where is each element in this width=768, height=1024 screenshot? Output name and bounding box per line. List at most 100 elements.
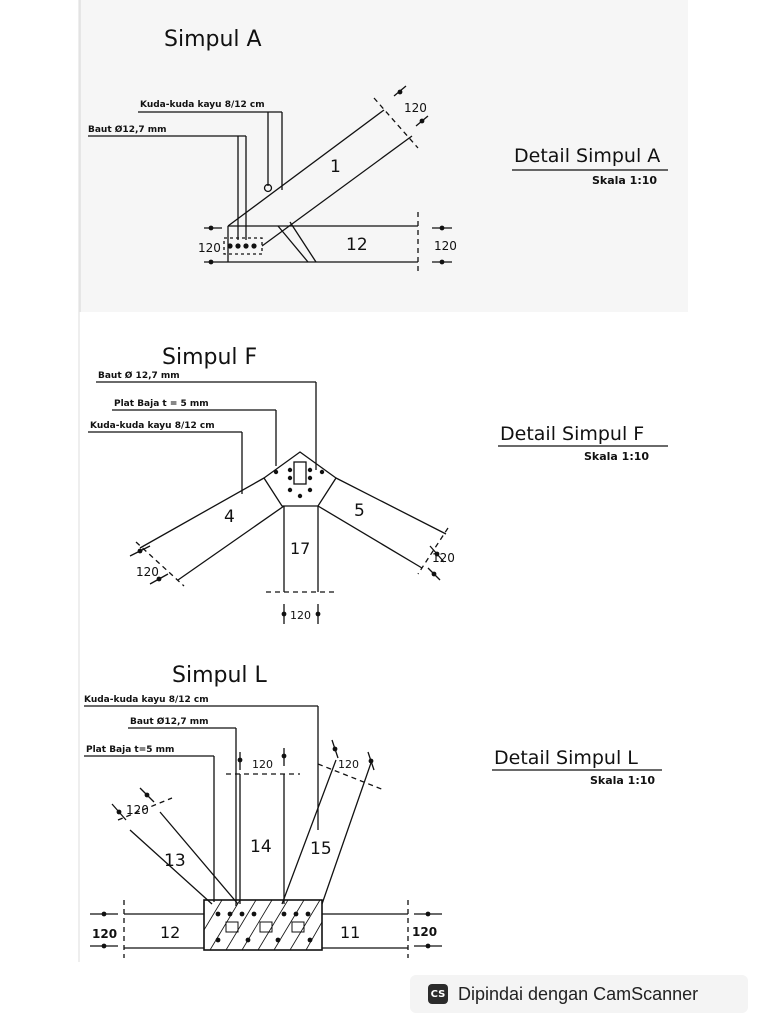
simpul-l-dim-dot bbox=[101, 943, 107, 949]
simpul-l-dim-13: 120 bbox=[126, 803, 149, 817]
simpul-f-dim-dot bbox=[434, 551, 440, 557]
simpul-l-bolt bbox=[245, 937, 251, 943]
simpul-f-member-5: 5 bbox=[354, 501, 365, 521]
simpul-l-m13-edge-a bbox=[129, 829, 213, 905]
simpul-a-dim-dot bbox=[419, 118, 425, 124]
simpul-f-left-upper-edge bbox=[139, 477, 265, 549]
simpul-l-detail-title: Detail Simpul L bbox=[494, 747, 638, 769]
simpul-f-bolt bbox=[287, 475, 293, 481]
simpul-a-bolt bbox=[251, 243, 257, 249]
simpul-f-member-17: 17 bbox=[290, 539, 310, 558]
simpul-l-baut-label: Baut Ø12,7 mm bbox=[130, 716, 209, 727]
simpul-l-dim-dot bbox=[425, 943, 431, 949]
simpul-l-dim-dot bbox=[332, 746, 338, 752]
simpul-l-bolt bbox=[275, 937, 281, 943]
simpul-l-bolt bbox=[239, 911, 245, 917]
simpul-l-dim-left: 120 bbox=[92, 927, 117, 941]
simpul-l-dim-15: 120 bbox=[338, 758, 359, 771]
simpul-l-dim-dot bbox=[281, 753, 287, 759]
simpul-l-title: Simpul L bbox=[172, 663, 268, 688]
simpul-l-dim-dot bbox=[237, 757, 243, 763]
simpul-l-member-14: 14 bbox=[250, 837, 272, 857]
simpul-f-dim-left: 120 bbox=[136, 565, 159, 579]
simpul-f-group bbox=[88, 381, 668, 624]
simpul-l-dim-right: 120 bbox=[412, 925, 437, 939]
simpul-a-dim-dot bbox=[208, 225, 214, 231]
simpul-f-title: Simpul F bbox=[162, 345, 257, 370]
simpul-l-m15-edge-b bbox=[321, 759, 373, 905]
simpul-f-bolt bbox=[273, 469, 279, 475]
simpul-l-bolt bbox=[215, 911, 221, 917]
simpul-l-plat-label: Plat Baja t=5 mm bbox=[86, 745, 174, 755]
simpul-l-dim-dot bbox=[368, 758, 374, 764]
simpul-l-hatch bbox=[241, 899, 273, 951]
simpul-l-bolt bbox=[215, 937, 221, 943]
simpul-l-bolt-box bbox=[259, 921, 273, 933]
simpul-l-bolt bbox=[251, 911, 257, 917]
simpul-f-baut-label: Baut Ø 12,7 mm bbox=[98, 370, 180, 381]
simpul-l-hatch bbox=[273, 899, 305, 951]
simpul-f-bolt bbox=[287, 487, 293, 493]
simpul-l-member-11: 11 bbox=[340, 923, 360, 942]
simpul-l-dim-dot bbox=[116, 809, 122, 815]
simpul-a-dim-dot bbox=[208, 259, 214, 265]
simpul-l-hatch bbox=[225, 899, 257, 951]
simpul-l-hatch bbox=[289, 899, 321, 951]
simpul-a-rafter-upper-edge bbox=[227, 109, 385, 227]
simpul-l-m13-cut bbox=[117, 797, 173, 821]
simpul-a-scale: Skala 1:10 bbox=[592, 174, 657, 187]
simpul-f-dim-dot bbox=[137, 548, 143, 554]
simpul-a-dim-left: 120 bbox=[198, 241, 221, 255]
simpul-f-steel-plate bbox=[263, 451, 337, 507]
simpul-f-detail-title: Detail Simpul F bbox=[500, 423, 644, 445]
simpul-f-dim-dot bbox=[315, 611, 321, 617]
simpul-a-dim-right: 120 bbox=[434, 239, 457, 253]
simpul-a-rafter-cut bbox=[373, 97, 419, 149]
simpul-f-member-4: 4 bbox=[224, 507, 235, 527]
simpul-l-steel-plate bbox=[203, 899, 323, 951]
simpul-l-m13-edge-b bbox=[159, 811, 239, 905]
simpul-a-dim-dot bbox=[439, 225, 445, 231]
camscanner-logo-icon: CS bbox=[428, 984, 448, 1004]
simpul-f-bolt bbox=[319, 469, 325, 475]
simpul-a-bolt bbox=[243, 243, 249, 249]
simpul-l-kuda-label: Kuda-kuda kayu 8/12 cm bbox=[84, 695, 209, 705]
simpul-f-left-lower-edge bbox=[177, 505, 285, 581]
simpul-l-hatch bbox=[305, 921, 323, 951]
simpul-a-bolt bbox=[227, 243, 233, 249]
simpul-f-bolt bbox=[307, 467, 313, 473]
simpul-l-group bbox=[84, 705, 662, 958]
simpul-l-dim-dot bbox=[425, 911, 431, 917]
simpul-f-bolt-block bbox=[293, 461, 307, 485]
simpul-a-kuda-label: Kuda-kuda kayu 8/12 cm bbox=[140, 100, 265, 110]
simpul-l-scale: Skala 1:10 bbox=[590, 774, 655, 787]
simpul-a-title: Simpul A bbox=[164, 27, 262, 52]
simpul-a-rafter-lower-edge bbox=[261, 135, 413, 247]
simpul-a-strut-b bbox=[289, 221, 317, 263]
simpul-l-m15-cut bbox=[317, 763, 385, 791]
simpul-a-detail-title: Detail Simpul A bbox=[514, 145, 660, 167]
simpul-f-scale: Skala 1:10 bbox=[584, 450, 649, 463]
simpul-f-bolt bbox=[287, 467, 293, 473]
simpul-f-right-lower-edge bbox=[317, 505, 423, 569]
simpul-l-bolt bbox=[281, 911, 287, 917]
simpul-a-baut-label: Baut Ø12,7 mm bbox=[88, 124, 167, 135]
camscanner-text: Dipindai dengan CamScanner bbox=[458, 983, 699, 1004]
simpul-l-member-13: 13 bbox=[164, 851, 186, 871]
simpul-f-bolt bbox=[307, 475, 313, 481]
simpul-l-bolt bbox=[305, 911, 311, 917]
camscanner-badge: CS Dipindai dengan CamScanner bbox=[410, 975, 748, 1013]
simpul-a-dim-top: 120 bbox=[404, 101, 427, 115]
simpul-f-dim-dot bbox=[431, 571, 437, 577]
simpul-l-dim-14: 120 bbox=[252, 758, 273, 771]
simpul-l-hatch bbox=[209, 899, 241, 951]
simpul-l-bolt bbox=[293, 911, 299, 917]
simpul-a-bolt-rafter bbox=[263, 183, 273, 193]
simpul-l-bolt bbox=[227, 911, 233, 917]
simpul-a-bolt bbox=[235, 243, 241, 249]
simpul-l-bolt-box bbox=[291, 921, 305, 933]
simpul-f-bolt bbox=[297, 493, 303, 499]
simpul-f-bolt bbox=[307, 487, 313, 493]
simpul-f-dim-right: 120 bbox=[432, 551, 455, 565]
simpul-l-bolt bbox=[307, 937, 313, 943]
